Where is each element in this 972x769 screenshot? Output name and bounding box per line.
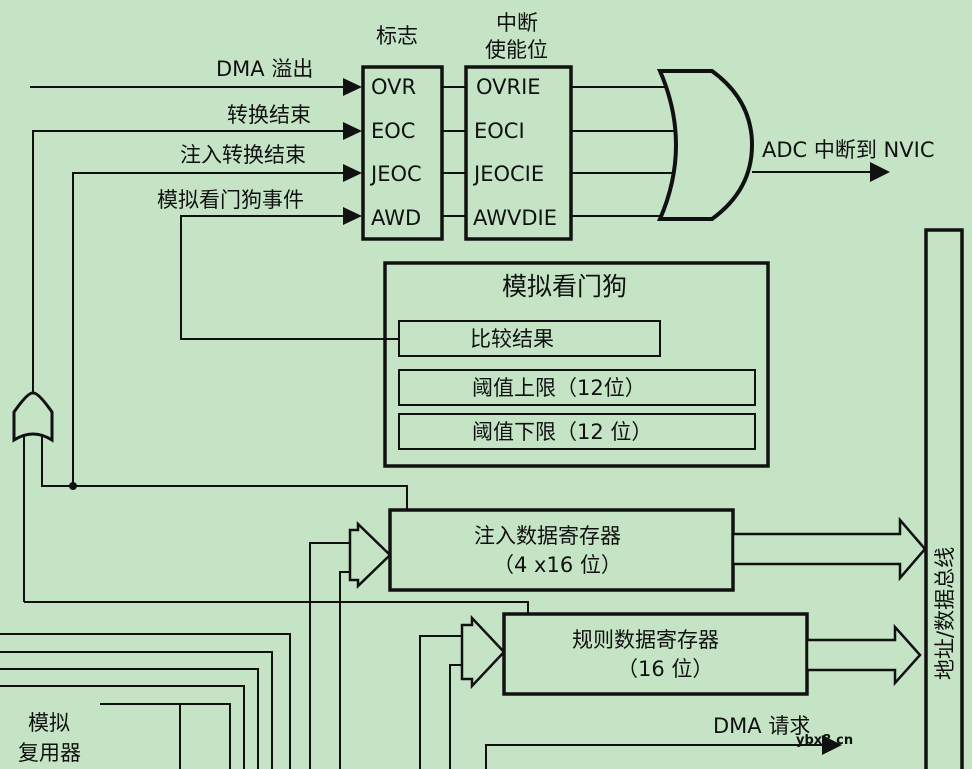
compare-result-box [398, 320, 661, 357]
injected-register-line2: （4 x16 位） [493, 553, 622, 577]
flag-eoc: EOC [371, 119, 415, 143]
line-dma-overflow [30, 78, 362, 96]
left-or-input-b [41, 436, 408, 510]
compare-result-label: 比较结果 [470, 327, 554, 351]
enable-awvdie: AWVDIE [473, 206, 557, 230]
watchdog-title: 模拟看门狗 [502, 272, 627, 301]
enable-ovrie: OVRIE [476, 75, 541, 99]
or-gate [656, 69, 755, 221]
watermark: ybx8.cn [796, 733, 853, 748]
watchdog-box [383, 261, 770, 468]
label-adc-to-nvic: ADC 中断到 NVIC [762, 138, 934, 162]
label-dma-overflow: DMA 溢出 [216, 57, 313, 81]
high-threshold-label: 阈值上限（12位） [472, 376, 646, 400]
mux-label-line1: 模拟 [28, 711, 70, 735]
label-watchdog-event: 模拟看门狗事件 [157, 188, 304, 212]
mux-label-line2: 复用器 [18, 741, 81, 765]
low-threshold-box [398, 413, 756, 450]
enables-box [464, 65, 573, 241]
flag-awd: AWD [371, 206, 421, 230]
flag-enable-connectors [442, 86, 466, 217]
regular-to-bus-arrow [805, 623, 922, 687]
junction-dot [69, 482, 77, 490]
regular-register-line2: （16 位） [617, 657, 713, 681]
flags-title: 标志 [376, 24, 418, 48]
injected-register-line1: 注入数据寄存器 [474, 524, 621, 548]
regular-register-box [502, 612, 809, 696]
regular-register-feedback [24, 601, 529, 614]
flag-ovr: OVR [371, 75, 416, 99]
low-threshold-label: 阈值下限（12 位） [472, 420, 652, 444]
injected-register-box [388, 508, 735, 592]
regular-register-line1: 规则数据寄存器 [572, 628, 719, 652]
flags-box [361, 65, 444, 241]
high-threshold-box [398, 369, 756, 406]
label-conversion-end: 转换结束 [227, 103, 311, 127]
injected-to-bus-arrow [731, 516, 927, 582]
address-data-bus [924, 228, 964, 769]
nvic-output-line [752, 162, 890, 182]
regular-input-arrows [419, 614, 506, 769]
label-dma-request: DMA 请求 [713, 714, 810, 738]
enable-eoci: EOCI [474, 119, 525, 143]
enable-to-or-lines [571, 86, 681, 217]
line-watchdog-event [180, 207, 399, 340]
line-injected-conversion-end [72, 164, 362, 486]
left-or-gate [12, 391, 54, 443]
enable-jeocie: JEOCIE [472, 162, 544, 186]
enables-title-line1: 中断 [496, 11, 538, 35]
mux-bundle-lines [0, 633, 291, 769]
dma-request-line [485, 735, 842, 769]
enables-title-line2: 使能位 [485, 38, 548, 62]
line-conversion-end [32, 122, 362, 397]
label-injected-conversion-end: 注入转换结束 [180, 143, 306, 167]
injected-input-arrows [309, 521, 392, 769]
bus-label: 地址/数据总线 [933, 547, 957, 680]
flag-jeoc: JEOC [369, 162, 422, 186]
